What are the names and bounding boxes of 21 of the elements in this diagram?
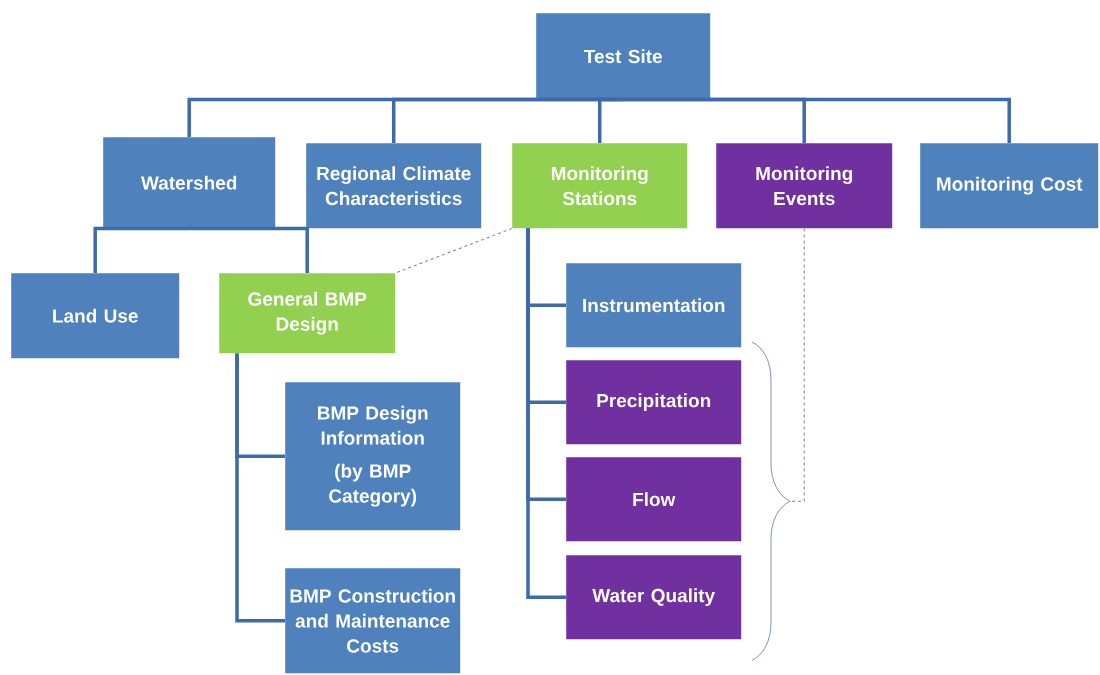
box: Monitoring Cost (920, 143, 1099, 229)
connector (623, 97, 1011, 143)
box: Land Use (11, 273, 180, 359)
box: Regional Climate Characteristics (306, 143, 482, 229)
connector (93, 226, 190, 273)
box: Monitoring Stations (512, 143, 688, 229)
box: Monitoring Events (716, 143, 893, 229)
box: BMP Design Information (by BMP Category) (285, 382, 461, 531)
box: Test Site (536, 13, 711, 100)
box: Precipitation (566, 360, 742, 445)
connector (189, 226, 309, 273)
box: Flow (566, 457, 742, 542)
box: General BMP Design (219, 273, 396, 354)
connector (526, 228, 566, 599)
box: Water Quality (566, 555, 742, 640)
connector (235, 353, 285, 623)
box: Watershed (103, 137, 276, 229)
box: BMP Construction and Maintenance Costs (285, 568, 461, 674)
brace (751, 341, 791, 661)
box: Instrumentation (566, 263, 742, 348)
dashed-line (394, 227, 513, 274)
